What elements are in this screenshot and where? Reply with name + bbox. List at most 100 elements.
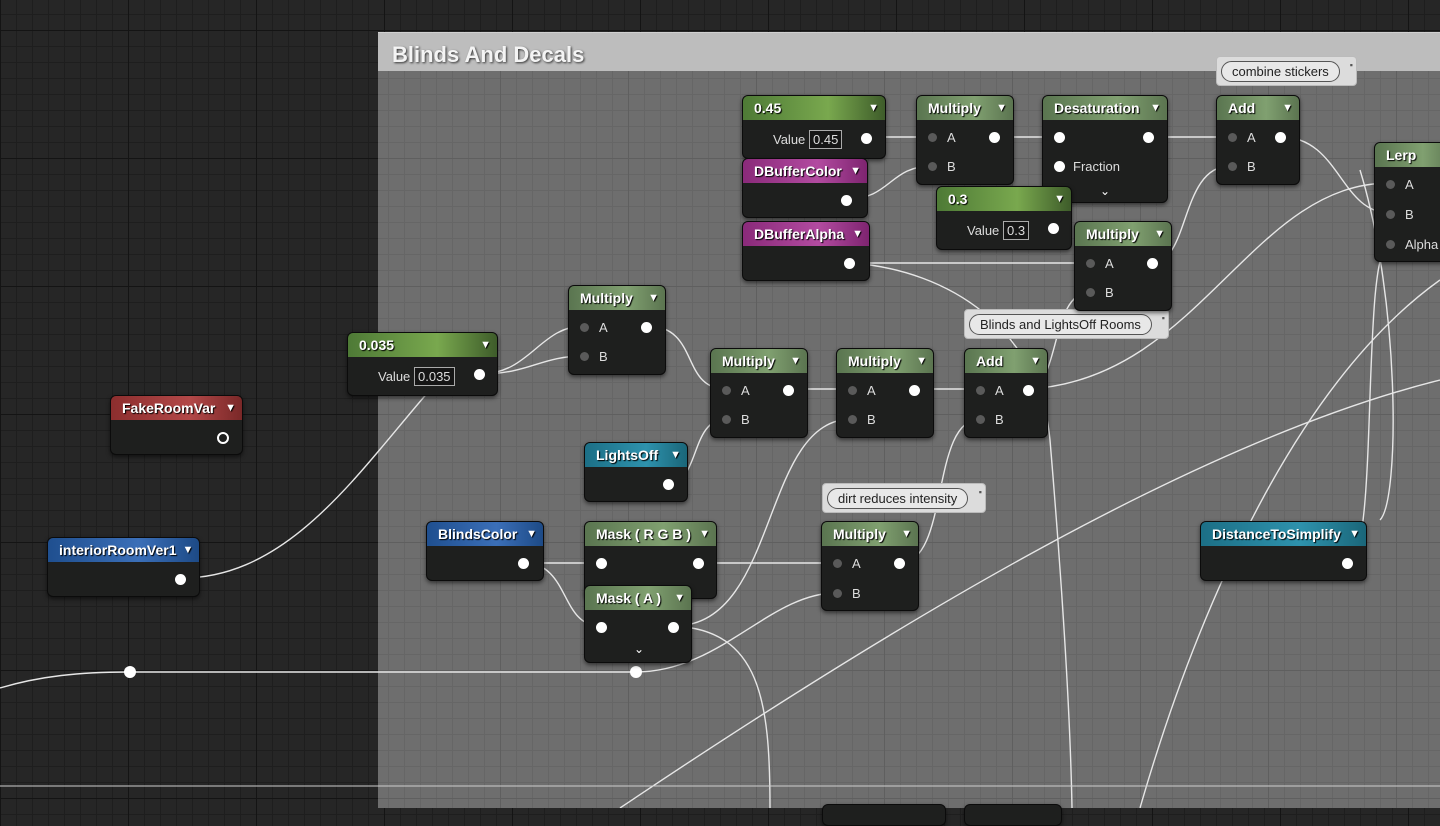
add-node[interactable]: Add▼ A B <box>964 348 1048 438</box>
input-pin[interactable] <box>596 622 607 633</box>
chevron-down-icon[interactable]: ⌄ <box>1100 184 1111 198</box>
node-partial[interactable] <box>822 804 946 826</box>
pin-icon[interactable]: ▪ <box>978 487 982 497</box>
chevron-down-icon[interactable]: ▼ <box>526 528 537 540</box>
node-partial[interactable] <box>964 804 1062 826</box>
node-header[interactable]: interiorRoomVer1▼ <box>48 538 199 562</box>
output-pin[interactable] <box>894 558 905 569</box>
multiply-node[interactable]: Multiply▼ A B <box>821 521 919 611</box>
input-pin-a[interactable] <box>928 133 937 142</box>
input-pin-b[interactable] <box>1386 210 1395 219</box>
multiply-node[interactable]: Multiply▼ A B <box>916 95 1014 185</box>
input-pin-b[interactable] <box>1228 162 1237 171</box>
output-pin[interactable] <box>861 133 872 144</box>
node-header[interactable]: 0.45▼ <box>743 96 885 120</box>
input-pin-b[interactable] <box>833 589 842 598</box>
node-header[interactable]: DBufferAlpha▼ <box>743 222 869 246</box>
input-pin-b[interactable] <box>848 415 857 424</box>
output-pin[interactable] <box>1023 385 1034 396</box>
chevron-down-icon[interactable]: ▼ <box>182 544 194 556</box>
chevron-down-icon[interactable]: ▼ <box>1030 355 1041 367</box>
chevron-down-icon[interactable]: ▼ <box>850 165 861 177</box>
output-pin[interactable] <box>841 195 852 206</box>
multiply-node[interactable]: Multiply▼ A B <box>710 348 808 438</box>
output-pin[interactable] <box>1048 223 1059 234</box>
multiply-node[interactable]: Multiply▼ A B <box>568 285 666 375</box>
node-header[interactable]: Multiply▼ <box>822 522 918 546</box>
input-pin-a[interactable] <box>1228 133 1237 142</box>
chevron-down-icon[interactable]: ▼ <box>648 292 659 304</box>
node-header[interactable]: LightsOff▼ <box>585 443 687 467</box>
output-pin[interactable] <box>641 322 652 333</box>
constant-node-0035[interactable]: 0.035▼ Value 0.035 <box>347 332 498 396</box>
input-pin-b[interactable] <box>580 352 589 361</box>
output-pin[interactable] <box>1143 132 1154 143</box>
input-pin-alpha[interactable] <box>1386 240 1395 249</box>
output-pin[interactable] <box>175 574 186 585</box>
node-header[interactable]: Mask ( R G B )▼ <box>585 522 716 546</box>
output-pin[interactable] <box>474 369 485 380</box>
node-header[interactable]: Add▼ <box>965 349 1047 373</box>
input-pin[interactable] <box>596 558 607 569</box>
chevron-down-icon[interactable]: ▼ <box>674 592 685 604</box>
node-header[interactable]: Multiply▼ <box>917 96 1013 120</box>
chevron-down-icon[interactable]: ▼ <box>1154 228 1165 240</box>
reroute-node[interactable] <box>124 666 136 678</box>
input-pin-b[interactable] <box>976 415 985 424</box>
multiply-node[interactable]: Multiply▼ A B <box>836 348 934 438</box>
value-field[interactable]: 0.035 <box>414 367 455 386</box>
chevron-down-icon[interactable]: ▼ <box>1349 528 1360 540</box>
output-pin[interactable] <box>668 622 679 633</box>
chevron-down-icon[interactable]: ▼ <box>916 355 927 367</box>
node-header[interactable]: Mask ( A )▼ <box>585 586 691 610</box>
comment-bubble-combine-stickers[interactable]: combine stickers ▪ <box>1216 56 1357 86</box>
constant-node-045[interactable]: 0.45▼ Value 0.45 <box>742 95 886 159</box>
add-node[interactable]: Add▼ A B <box>1216 95 1300 185</box>
output-pin[interactable] <box>783 385 794 396</box>
output-pin[interactable] <box>693 558 704 569</box>
chevron-down-icon[interactable]: ▼ <box>1150 102 1161 114</box>
input-pin-b[interactable] <box>928 162 937 171</box>
dbuffer-alpha-node[interactable]: DBufferAlpha▼ <box>742 221 870 281</box>
input-pin-a[interactable] <box>722 386 731 395</box>
node-header[interactable]: BlindsColor▼ <box>427 522 543 546</box>
desaturation-node[interactable]: Desaturation▼ Fraction ⌄ <box>1042 95 1168 203</box>
output-pin[interactable] <box>1342 558 1353 569</box>
input-pin-a[interactable] <box>848 386 857 395</box>
output-pin[interactable] <box>989 132 1000 143</box>
input-pin-a[interactable] <box>1086 259 1095 268</box>
distance-to-simplify-node[interactable]: DistanceToSimplify▼ <box>1200 521 1367 581</box>
pin-icon[interactable]: ▪ <box>1161 313 1165 323</box>
chevron-down-icon[interactable]: ▼ <box>790 355 801 367</box>
node-header[interactable]: Multiply▼ <box>711 349 807 373</box>
output-pin[interactable] <box>217 432 229 444</box>
lerp-node[interactable]: Lerp A B Alpha <box>1374 142 1440 262</box>
input-pin-b[interactable] <box>1086 288 1095 297</box>
constant-node-03[interactable]: 0.3▼ Value 0.3 <box>936 186 1072 250</box>
reroute-node[interactable] <box>630 666 642 678</box>
output-pin[interactable] <box>1147 258 1158 269</box>
multiply-node[interactable]: Multiply▼ A B <box>1074 221 1172 311</box>
comment-bubble-blinds[interactable]: Blinds and LightsOff Rooms ▪ <box>964 309 1169 339</box>
node-header[interactable]: Desaturation▼ <box>1043 96 1167 120</box>
node-header[interactable]: DBufferColor▼ <box>743 159 867 183</box>
value-field[interactable]: 0.3 <box>1003 221 1030 240</box>
node-header[interactable]: DistanceToSimplify▼ <box>1201 522 1366 546</box>
node-header[interactable]: 0.3▼ <box>937 187 1071 211</box>
node-header[interactable]: Add▼ <box>1217 96 1299 120</box>
input-pin-a[interactable] <box>580 323 589 332</box>
chevron-down-icon[interactable]: ▼ <box>1282 102 1293 114</box>
output-pin[interactable] <box>844 258 855 269</box>
chevron-down-icon[interactable]: ▼ <box>852 228 863 240</box>
chevron-down-icon[interactable]: ▼ <box>1054 193 1065 205</box>
node-header[interactable]: Multiply▼ <box>1075 222 1171 246</box>
chevron-down-icon[interactable]: ▼ <box>480 339 491 351</box>
dbuffer-color-node[interactable]: DBufferColor▼ <box>742 158 868 218</box>
chevron-down-icon[interactable]: ▼ <box>670 449 681 461</box>
chevron-down-icon[interactable]: ▼ <box>868 102 879 114</box>
node-header[interactable]: Multiply▼ <box>837 349 933 373</box>
input-pin-b[interactable] <box>722 415 731 424</box>
comment-bubble-dirt[interactable]: dirt reduces intensity ▪ <box>822 483 986 513</box>
input-pin-a[interactable] <box>976 386 985 395</box>
node-header[interactable]: FakeRoomVar▼ <box>111 396 242 420</box>
